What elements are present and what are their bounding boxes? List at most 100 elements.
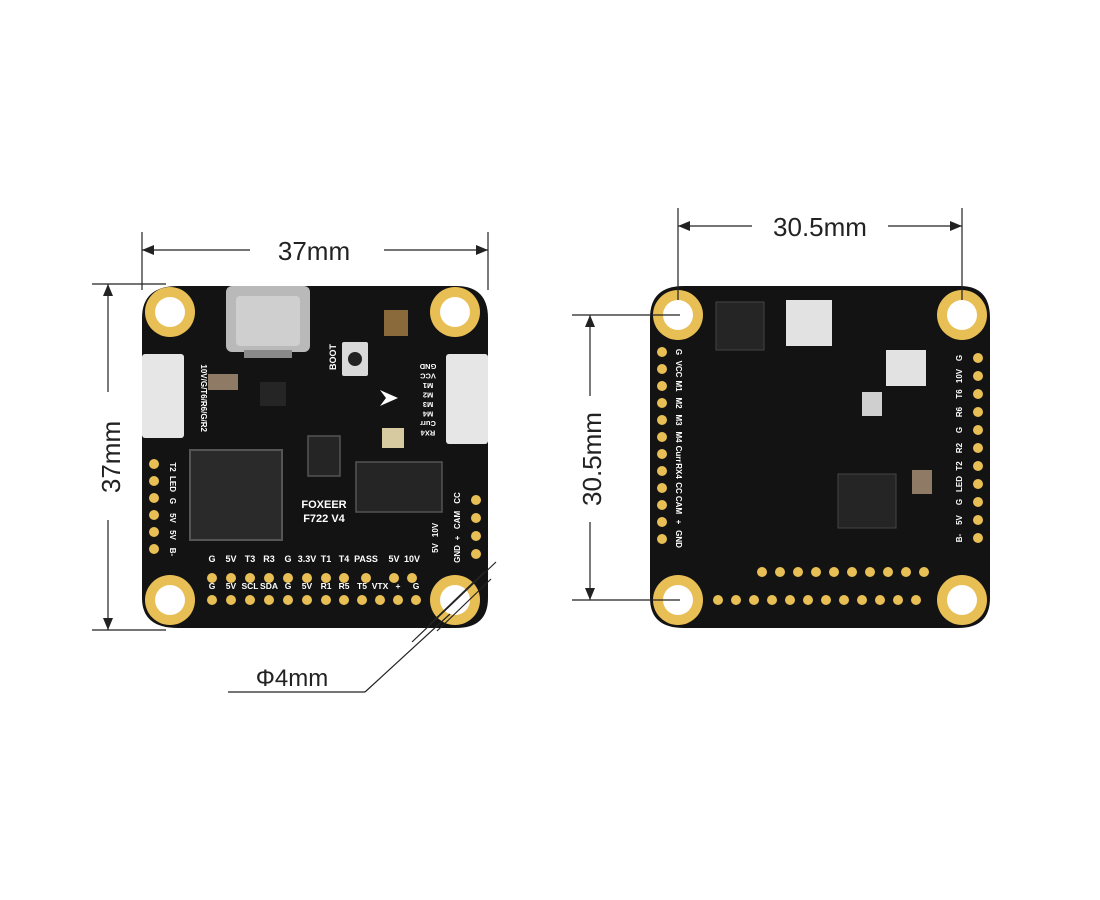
back-bottom-pad bbox=[713, 595, 723, 605]
back-bottom-pad bbox=[821, 595, 831, 605]
front-bottom-pad-row2 bbox=[302, 595, 312, 605]
front-right-pad bbox=[471, 549, 481, 559]
back-mount-hole-tr bbox=[937, 290, 987, 340]
model-label: F722 V4 bbox=[303, 513, 345, 525]
pad-label: T2 bbox=[168, 462, 177, 472]
back-height-dimension bbox=[572, 314, 680, 601]
pad-label: 3.3V bbox=[298, 554, 317, 564]
hole-diameter-label: Φ4mm bbox=[256, 665, 328, 692]
pad-label: T2 bbox=[955, 461, 964, 471]
back-left-pad bbox=[657, 364, 667, 374]
back-bottom-pad bbox=[847, 567, 857, 577]
front-bottom-pad-row1 bbox=[302, 573, 312, 583]
front-height-label: 37mm bbox=[96, 421, 126, 493]
front-mount-hole-tl bbox=[145, 287, 195, 337]
back-bottom-pad bbox=[875, 595, 885, 605]
pad-label: 5V bbox=[168, 513, 177, 523]
left-vertical-label: 10V/G/T6/R6/G/R2 bbox=[199, 364, 208, 432]
back-left-pad bbox=[657, 517, 667, 527]
back-right-pad bbox=[973, 425, 983, 435]
back-chip-1 bbox=[715, 301, 765, 351]
back-bottom-pad bbox=[839, 595, 849, 605]
pad-label: GND bbox=[674, 530, 683, 548]
pad-label: M2 bbox=[674, 397, 683, 409]
pad-label: LED bbox=[955, 476, 964, 492]
pad-label: + bbox=[396, 581, 401, 591]
front-left-pad bbox=[149, 459, 159, 469]
pad-label: B- bbox=[168, 548, 177, 557]
back-left-pad bbox=[657, 381, 667, 391]
pad-label: R5 bbox=[339, 581, 350, 591]
pad-label: T5 bbox=[357, 581, 367, 591]
inductor bbox=[384, 310, 408, 336]
front-bottom-pad-row2 bbox=[321, 595, 331, 605]
pad-label: R1 bbox=[321, 581, 332, 591]
pad-label: M4 bbox=[422, 410, 433, 419]
back-connector-pad-2 bbox=[886, 350, 926, 386]
back-bottom-pad bbox=[811, 567, 821, 577]
pad-label: G bbox=[284, 554, 291, 564]
gyro-chip bbox=[307, 435, 341, 477]
pad-label: G bbox=[285, 581, 292, 591]
pad-label: G bbox=[413, 581, 420, 591]
front-left-pad bbox=[149, 510, 159, 520]
front-bottom-pad-row2 bbox=[226, 595, 236, 605]
back-bottom-pad bbox=[857, 595, 867, 605]
pad-label: 5V bbox=[955, 514, 964, 524]
back-right-pad bbox=[973, 407, 983, 417]
back-bottom-pad bbox=[785, 595, 795, 605]
pad-label: VTX bbox=[372, 581, 389, 591]
pad-label: + bbox=[453, 535, 462, 540]
back-bottom-pad bbox=[829, 567, 839, 577]
pad-label: R2 bbox=[955, 442, 964, 453]
front-board: BOOT FOXEER F722 V4 10V/G/T6/R6/G/R2 GND… bbox=[142, 286, 488, 628]
pad-label: M2 bbox=[423, 391, 433, 400]
pad-label: CC bbox=[453, 492, 462, 504]
back-width-dimension bbox=[677, 208, 963, 300]
back-crystal bbox=[912, 470, 932, 494]
pad-label: G bbox=[209, 581, 216, 591]
pad-label: 10V bbox=[404, 554, 420, 564]
pad-label: VCC bbox=[420, 372, 436, 381]
pad-label: CAM bbox=[674, 496, 683, 515]
back-bottom-pad bbox=[901, 567, 911, 577]
back-right-pad bbox=[973, 461, 983, 471]
back-bottom-pad bbox=[731, 595, 741, 605]
pad-label: SCL bbox=[242, 581, 259, 591]
front-bottom-pad-row2 bbox=[375, 595, 385, 605]
back-right-pad bbox=[973, 497, 983, 507]
capacitor bbox=[382, 428, 404, 448]
small-chip bbox=[260, 382, 286, 406]
pad-label: T1 bbox=[321, 554, 332, 564]
front-bottom-pad-row2 bbox=[411, 595, 421, 605]
front-width-dimension bbox=[141, 232, 489, 290]
back-right-pad bbox=[973, 515, 983, 525]
back-bottom-pad bbox=[793, 567, 803, 577]
back-bottom-pad bbox=[775, 567, 785, 577]
pad-label: T4 bbox=[339, 554, 350, 564]
back-right-pad bbox=[973, 389, 983, 399]
osd-chip bbox=[355, 461, 443, 513]
orientation-arrow-icon bbox=[380, 390, 398, 406]
front-right-pad bbox=[471, 495, 481, 505]
back-bottom-pad bbox=[911, 595, 921, 605]
pad-label: Curr bbox=[420, 419, 436, 428]
back-right-pad bbox=[973, 353, 983, 363]
pad-label: GND bbox=[453, 545, 462, 563]
pad-label: M4 bbox=[674, 431, 683, 443]
pad-label: 10V bbox=[431, 522, 440, 537]
front-left-pad bbox=[149, 527, 159, 537]
back-left-pad bbox=[657, 415, 667, 425]
front-bottom-pad-row2 bbox=[245, 595, 255, 605]
pad-label: VCC bbox=[674, 361, 683, 378]
right-jst-connector bbox=[446, 354, 488, 444]
pad-label: PASS bbox=[354, 554, 378, 564]
pad-label: R6 bbox=[955, 406, 964, 417]
back-bottom-pad bbox=[757, 567, 767, 577]
boot-label: BOOT bbox=[328, 343, 338, 370]
